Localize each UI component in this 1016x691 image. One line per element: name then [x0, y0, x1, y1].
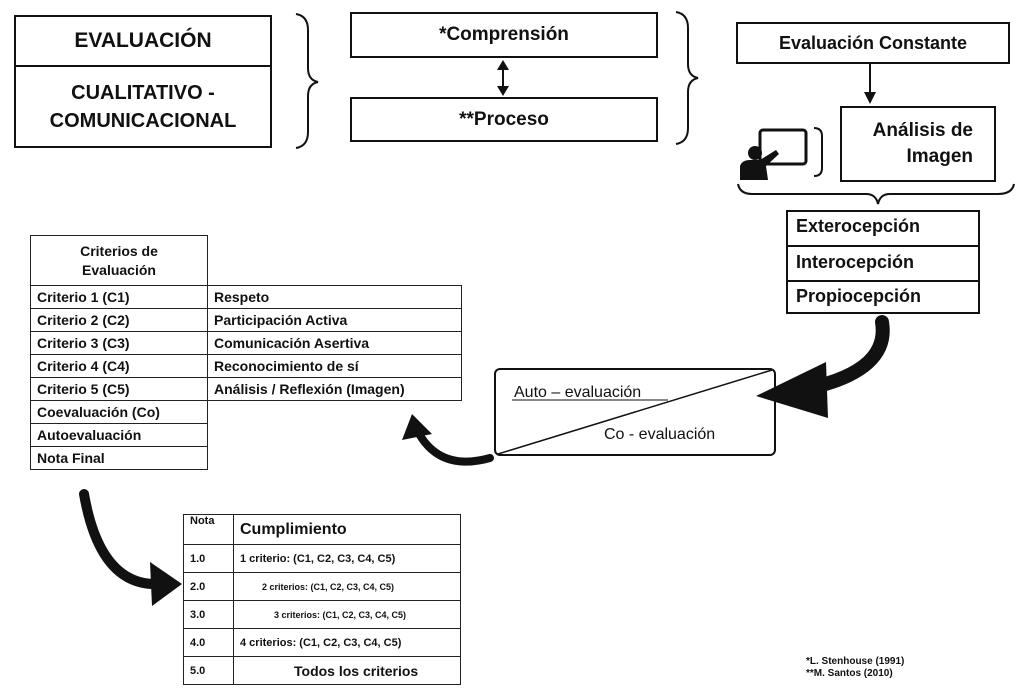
co-evaluacion-label: Co - evaluación [604, 426, 716, 443]
proceso-label: **Proceso [459, 108, 549, 130]
criteria-table: Criterios de Evaluación Criterio 1 (C1) … [30, 235, 462, 470]
criteria-row-3-value: Comunicación Asertiva [207, 331, 462, 355]
grade-row-2-text: 2 criterios: (C1, C2, C3, C4, C5) [233, 572, 461, 601]
grade-row-4-nota: 4.0 [183, 628, 234, 657]
exterocepcion-label: Exterocepción [796, 216, 921, 236]
evaluacion-subtitle: CUALITATIVO - COMUNICACIONAL [49, 82, 237, 132]
criteria-row-4-value: Reconocimiento de sí [207, 354, 462, 378]
interocepcion-label: Interocepción [796, 252, 915, 272]
criteria-row-8-value [208, 447, 462, 470]
grade-row-4-text: 4 criterios: (C1, C2, C3, C4, C5) [233, 628, 461, 657]
criteria-row-1-label: Criterio 1 (C1) [30, 285, 208, 309]
grade-row-5-text: Todos los criterios [233, 656, 461, 685]
criteria-row-2-label: Criterio 2 (C2) [30, 308, 208, 332]
criteria-row-5-value: Análisis / Reflexión (Imagen) [207, 377, 462, 401]
reference-1: *L. Stenhouse (1991) [806, 656, 905, 667]
grade-row-1-nota: 1.0 [183, 544, 234, 573]
criteria-header-text: Criterios de Evaluación [80, 242, 158, 278]
evaluacion-constante-box: Evaluación Constante [736, 22, 1010, 64]
analisis-imagen-box: Análisis de Imagen [840, 106, 996, 182]
grade-row-1-text: 1 criterio: (C1, C2, C3, C4, C5) [233, 544, 461, 573]
criteria-row-4-label: Criterio 4 (C4) [30, 354, 208, 378]
double-arrow-icon [497, 60, 509, 96]
comprension-box: *Comprensión [350, 12, 658, 58]
grade-header-cumplimiento: Cumplimiento [233, 514, 461, 545]
grade-row-3-text: 3 criterios: (C1, C2, C3, C4, C5) [233, 600, 461, 629]
propiocepcion-label: Propiocepción [796, 286, 922, 306]
grade-header-nota: Nota [183, 514, 234, 545]
grade-row-5-nota: 5.0 [183, 656, 234, 685]
criteria-row-6-value [207, 400, 462, 424]
perception-stack: Exterocepción Interocepción Propiocepció… [786, 210, 980, 314]
criteria-row-6-label: Coevaluación (Co) [30, 400, 208, 424]
brace-center [675, 11, 699, 145]
reference-2: **M. Santos (2010) [806, 668, 893, 679]
evaluacion-constante-label: Evaluación Constante [778, 32, 968, 53]
criteria-row-2-value: Participación Activa [207, 308, 462, 332]
grade-row-3-nota: 3.0 [183, 600, 234, 629]
auto-evaluacion-label: Auto – evaluación [514, 384, 642, 401]
curved-arrow-icon [79, 489, 182, 606]
grade-table: Nota Cumplimiento 1.0 1 criterio: (C1, C… [183, 514, 461, 685]
criteria-row-3-label: Criterio 3 (C3) [30, 331, 208, 355]
grade-row-2-nota: 2.0 [183, 572, 234, 601]
criteria-row-7-value [208, 424, 462, 447]
criteria-row-5-label: Criterio 5 (C5) [30, 377, 208, 401]
analisis-imagen-label: Análisis de Imagen [872, 120, 973, 167]
criteria-header: Criterios de Evaluación [30, 235, 208, 286]
proceso-box: **Proceso [350, 97, 658, 142]
auto-co-evaluacion-box: Auto – evaluación Co - evaluación [494, 368, 776, 456]
criteria-row-8-label: Nota Final [30, 446, 208, 470]
brace-left [295, 13, 319, 149]
brace-bottom [737, 183, 1015, 205]
teacher-presentation-icon [740, 128, 808, 180]
comprension-label: *Comprensión [439, 24, 569, 45]
evaluacion-title: EVALUACIÓN [16, 17, 270, 67]
evaluacion-box: EVALUACIÓN CUALITATIVO - COMUNICACIONAL [14, 15, 272, 148]
criteria-row-1-value: Respeto [207, 285, 462, 309]
down-arrow-icon [864, 64, 876, 104]
criteria-row-7-label: Autoevaluación [30, 423, 208, 447]
